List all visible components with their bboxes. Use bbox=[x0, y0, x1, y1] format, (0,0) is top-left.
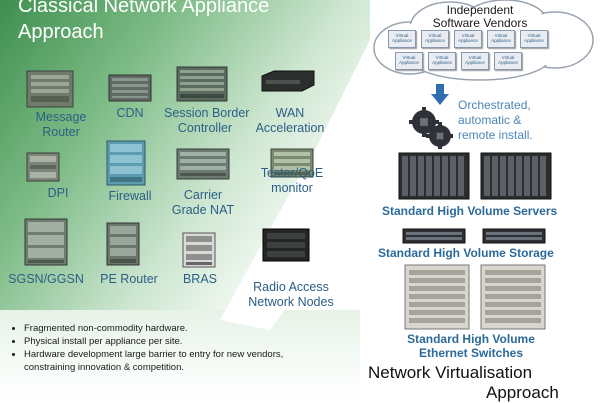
firewall-device bbox=[106, 140, 146, 186]
page-title: Classical Network Appliance Approach bbox=[18, 0, 269, 45]
firewall-label: Firewall bbox=[108, 189, 152, 203]
cloud-title: Independent Software Vendors bbox=[432, 3, 528, 30]
sgsn-ggsn-device bbox=[24, 218, 68, 266]
storage-unit-left bbox=[402, 228, 466, 244]
wan-acceleration-device bbox=[261, 70, 315, 92]
bullet-item: Fragmented non-commodity hardware. bbox=[24, 322, 308, 335]
tester-qoe-label: Tester/QoE monitor bbox=[260, 166, 324, 195]
title-line-2: Approach bbox=[18, 21, 104, 43]
virtual-appliance-tile: Virtual Appliance bbox=[520, 30, 548, 48]
switch-right bbox=[480, 264, 546, 330]
cdn-label: CDN bbox=[116, 106, 144, 120]
message-router-device bbox=[26, 70, 74, 108]
pe-router-device bbox=[106, 222, 140, 266]
tester-qoe-device bbox=[270, 148, 314, 178]
orchestration-text: Orchestrated, automatic & remote install… bbox=[458, 98, 533, 142]
virtual-appliance-tile: Virtual Appliance bbox=[421, 30, 449, 48]
virtual-appliance-tile: Virtual Appliance bbox=[428, 52, 456, 70]
dpi-device bbox=[26, 152, 60, 182]
dpi-label: DPI bbox=[47, 186, 69, 200]
radio-access-device bbox=[262, 228, 310, 262]
virtual-appliance-tile: Virtual Appliance bbox=[487, 30, 515, 48]
message-router-label: Message Router bbox=[35, 110, 87, 139]
bullet-item: Physical install per appliance per site. bbox=[24, 335, 308, 348]
bras-device bbox=[182, 232, 216, 268]
carrier-grade-nat-label: Carrier Grade NAT bbox=[171, 188, 235, 217]
pe-router-label: PE Router bbox=[100, 272, 158, 286]
switches-label: Standard High Volume Ethernet Switches bbox=[407, 332, 535, 360]
bullet-list: Fragmented non-commodity hardware. Physi… bbox=[8, 322, 308, 374]
servers-label: Standard High Volume Servers bbox=[382, 204, 558, 218]
storage-label: Standard High Volume Storage bbox=[378, 246, 554, 260]
servers-rack-right bbox=[480, 152, 552, 200]
storage-unit-right bbox=[482, 228, 546, 244]
servers-rack-left bbox=[398, 152, 470, 200]
cdn-device bbox=[108, 74, 152, 102]
title-line-1: Classical Network Appliance bbox=[18, 0, 270, 17]
virtual-appliance-tile: Virtual Appliance bbox=[395, 52, 423, 70]
virtual-appliance-tile: Virtual Appliance bbox=[454, 30, 482, 48]
sgsn-ggsn-label: SGSN/GGSN bbox=[8, 272, 84, 286]
bullet-item: Hardware development large barrier to en… bbox=[24, 348, 308, 374]
virtual-appliance-tile: Virtual Appliance bbox=[494, 52, 522, 70]
switch-left bbox=[404, 264, 470, 330]
session-border-controller-device bbox=[176, 66, 228, 102]
down-arrow bbox=[431, 84, 449, 105]
carrier-grade-nat-device bbox=[176, 148, 230, 180]
virtual-appliance-tile: Virtual Appliance bbox=[388, 30, 416, 48]
virtual-appliance-tile: Virtual Appliance bbox=[461, 52, 489, 70]
wan-acceleration-label: WAN Acceleration bbox=[255, 106, 325, 135]
radio-access-label: Radio Access Network Nodes bbox=[248, 280, 334, 309]
gears-icon bbox=[409, 107, 453, 149]
nv-title: Network Virtualisation Approach bbox=[368, 363, 559, 402]
bras-label: BRAS bbox=[182, 272, 218, 286]
session-border-controller-label: Session Border Controller bbox=[164, 106, 250, 135]
